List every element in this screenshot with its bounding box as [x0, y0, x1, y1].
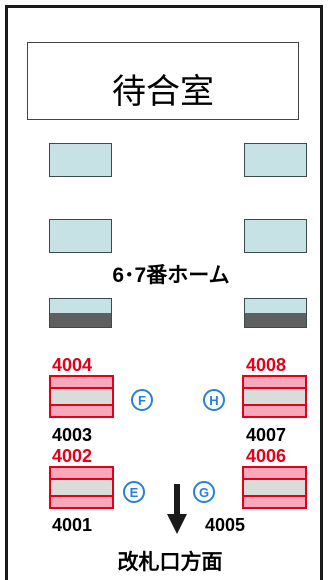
waiting-room-label: 待合室 [112, 73, 214, 111]
locker-number: 4003 [52, 425, 93, 445]
down-arrow-icon [167, 484, 187, 534]
waiting-room: 待合室 [27, 42, 299, 120]
locker-number: 4006 [246, 446, 287, 466]
locker-left-upper [49, 375, 114, 418]
bench-right-2 [244, 219, 307, 253]
platform-label: 6･7番ホーム [112, 264, 230, 287]
locker-number: 4008 [246, 355, 287, 375]
locker-right-lower [242, 466, 307, 509]
locker-number: 4005 [205, 515, 246, 535]
bench-left-1 [49, 143, 112, 177]
locker-number: 4007 [246, 425, 287, 445]
locker-right-upper [242, 375, 307, 418]
bench-left-2 [49, 219, 112, 253]
locker-number: 4001 [52, 515, 93, 535]
bench-right-3 [244, 298, 307, 328]
gate-h-marker: H [203, 389, 225, 411]
gate-f-marker: F [131, 389, 153, 411]
station-outline [5, 5, 323, 580]
bench-left-3 [49, 298, 112, 328]
exit-direction-label: 改札口方面 [117, 551, 223, 574]
gate-e-marker: E [123, 481, 145, 503]
locker-number: 4002 [52, 446, 93, 466]
gate-g-marker: G [193, 481, 215, 503]
locker-left-lower [49, 466, 114, 509]
bench-right-1 [244, 143, 307, 177]
locker-number: 4004 [52, 355, 93, 375]
